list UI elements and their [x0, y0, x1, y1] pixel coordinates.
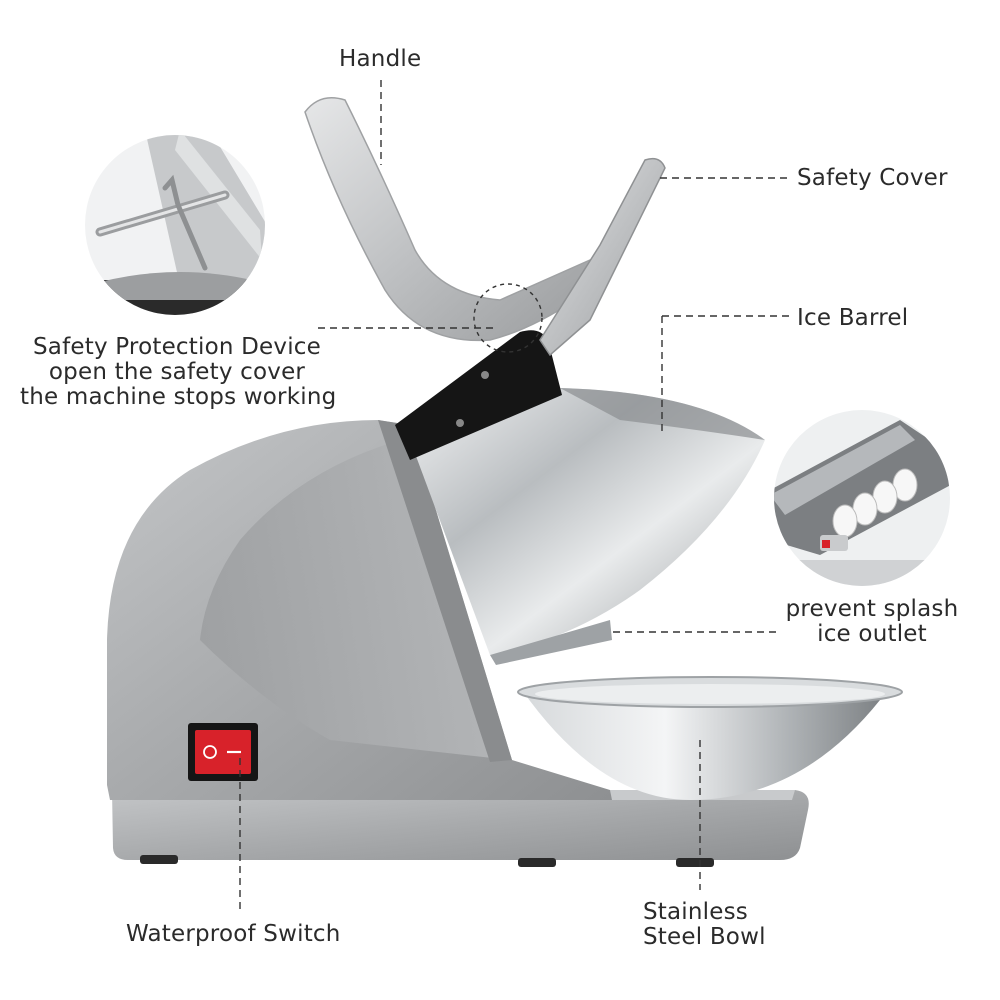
label-safety-protection-line3: the machine stops working — [20, 384, 337, 410]
machine-body — [107, 420, 612, 800]
top-black-panel — [395, 330, 562, 460]
label-stainless-line2: Steel Bowl — [643, 924, 766, 950]
machine-base — [112, 790, 809, 867]
label-safety-protection-line2: open the safety cover — [48, 359, 306, 385]
zoom-ice-outlet — [774, 410, 950, 586]
label-safety-cover: Safety Cover — [797, 165, 948, 191]
label-prevent-splash-line2: ice outlet — [817, 621, 927, 647]
label-prevent-splash: prevent splash ice outlet — [772, 597, 972, 647]
label-safety-protection-line1: Safety Protection Device — [32, 334, 321, 360]
label-ice-barrel: Ice Barrel — [797, 305, 909, 331]
stainless-bowl — [517, 676, 903, 800]
label-prevent-splash-line1: prevent splash — [785, 596, 959, 622]
label-safety-protection-device: Safety Protection Device open the safety… — [20, 334, 337, 410]
safety-device-highlight — [473, 283, 543, 353]
waterproof-switch — [188, 723, 258, 781]
safety-cover — [539, 157, 666, 357]
label-stainless-line1: Stainless — [643, 899, 748, 925]
handle — [304, 97, 592, 342]
label-waterproof-switch: Waterproof Switch — [126, 921, 341, 947]
label-handle: Handle — [339, 46, 422, 72]
zoom-safety-device — [85, 135, 265, 315]
leader-lines — [239, 80, 790, 912]
label-stainless-steel-bowl: Stainless Steel Bowl — [643, 900, 766, 950]
